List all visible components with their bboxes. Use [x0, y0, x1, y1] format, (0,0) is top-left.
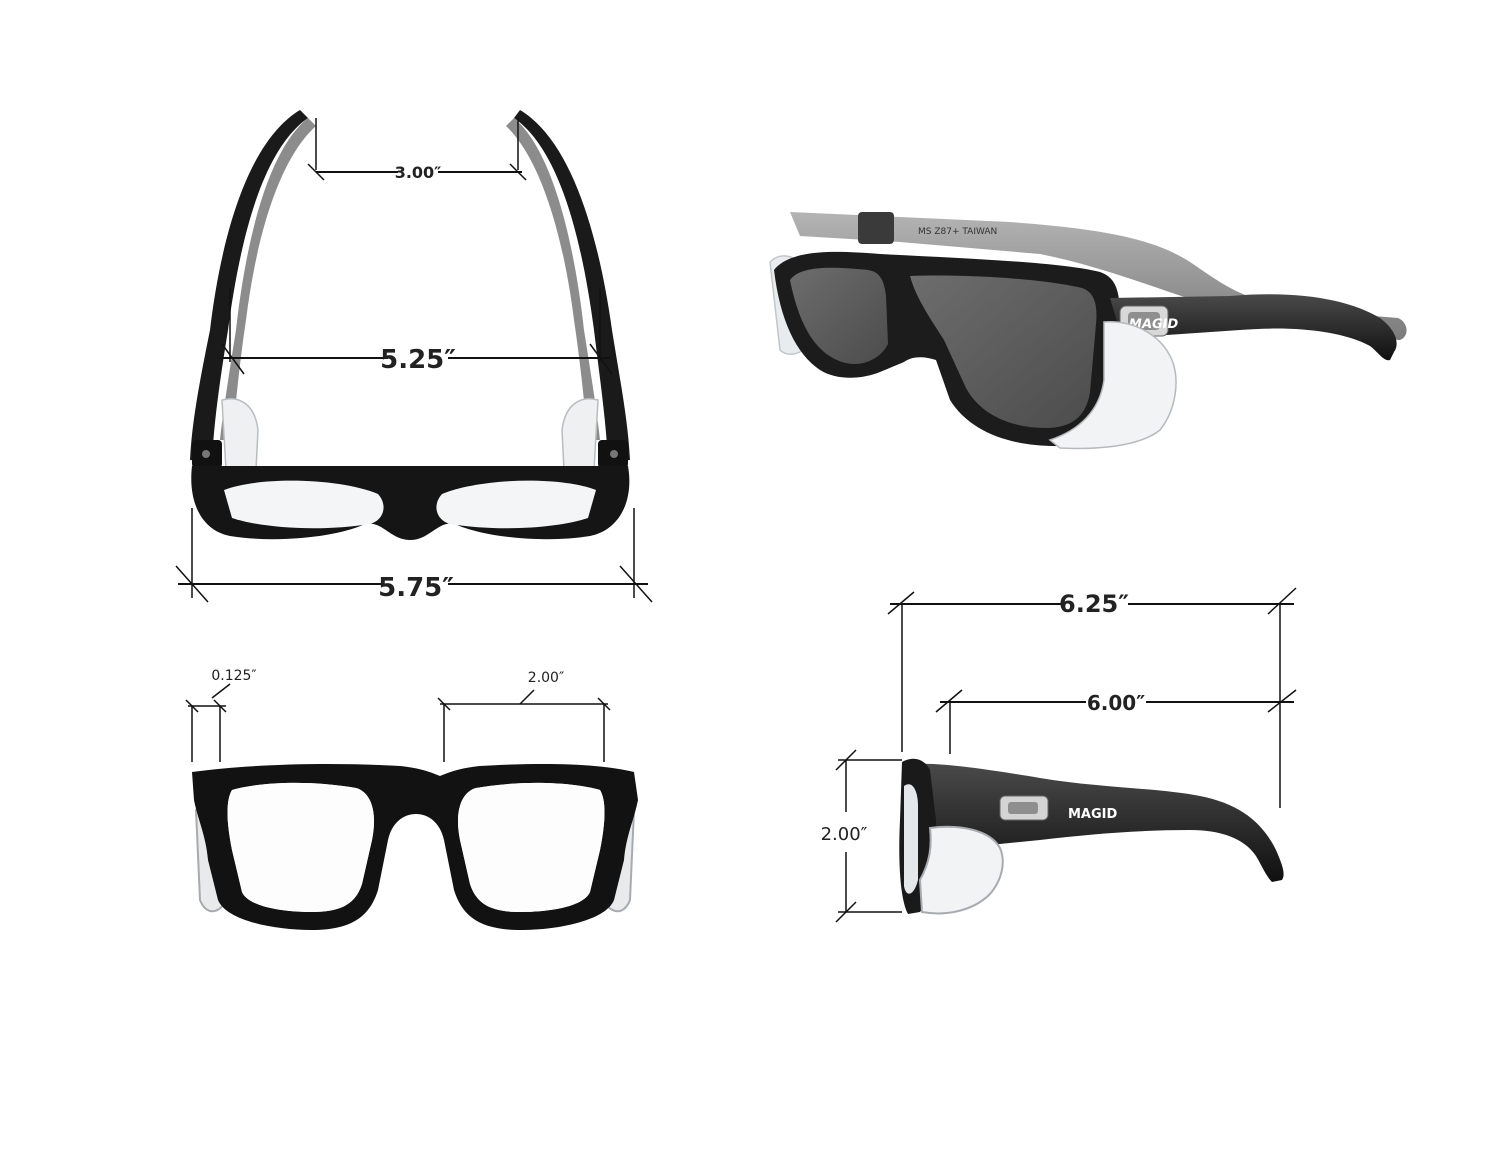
- label-temple-gap: 3.00″: [395, 163, 442, 182]
- top-view-left-temple: [190, 110, 308, 462]
- temple-imprint: MS Z87+ TAIWAN: [918, 227, 997, 237]
- top-view-left-screw: [202, 450, 210, 458]
- side-view-lens: [904, 784, 918, 894]
- side-view-glasses: MAGID: [899, 758, 1284, 915]
- perspective-right-lens: [910, 275, 1097, 428]
- perspective-front-side-shield: [1048, 321, 1177, 450]
- dimension-lens-width: 2.00″: [437, 670, 611, 762]
- dimension-overall-width: 5.75″: [175, 508, 653, 603]
- dimension-inner-width: 5.25″: [220, 288, 613, 375]
- top-view-right-temple: [514, 110, 630, 462]
- side-view-temple: [902, 763, 1284, 882]
- dimension-temple-length: 6.00″: [935, 689, 1297, 754]
- side-view-side-shield: [918, 825, 1004, 915]
- front-view-right-lens: [457, 782, 605, 912]
- front-view-frame: [192, 764, 638, 930]
- side-view-brand-logo: MAGID: [1068, 807, 1118, 822]
- dimension-temple-gap: 3.00″: [307, 118, 527, 182]
- label-frame-height: 2.00″: [821, 824, 868, 845]
- label-rim-thickness: 0.125″: [211, 668, 256, 684]
- perspective-grey-temple-hinge: [858, 212, 894, 244]
- perspective-view-glasses: MS Z87+ TAIWAN MAGID: [769, 212, 1407, 450]
- label-inner-width: 5.25″: [380, 345, 456, 375]
- perspective-hinge-inner: [1128, 312, 1160, 330]
- label-temple-length: 6.00″: [1087, 691, 1145, 715]
- side-view-hinge-inner: [1008, 802, 1038, 814]
- front-view-glasses: [192, 764, 638, 930]
- perspective-left-lens: [790, 267, 888, 364]
- perspective-black-temple: [1110, 294, 1397, 361]
- dimension-rim-thickness: 0.125″: [185, 668, 257, 762]
- dimension-frame-height: 2.00″: [821, 749, 902, 923]
- front-view-left-lens: [227, 782, 375, 912]
- top-view-right-side-shield: [561, 398, 599, 471]
- label-lens-width: 2.00″: [528, 670, 564, 686]
- dimension-overall-length: 6.25″: [887, 587, 1297, 808]
- top-view-left-side-shield: [221, 398, 259, 471]
- top-view-right-lens: [436, 480, 596, 529]
- label-overall-width: 5.75″: [378, 573, 454, 603]
- top-view-glasses: [190, 110, 630, 540]
- label-overall-length: 6.25″: [1059, 590, 1129, 618]
- top-view-right-screw: [610, 450, 618, 458]
- top-view-left-lens: [224, 480, 384, 529]
